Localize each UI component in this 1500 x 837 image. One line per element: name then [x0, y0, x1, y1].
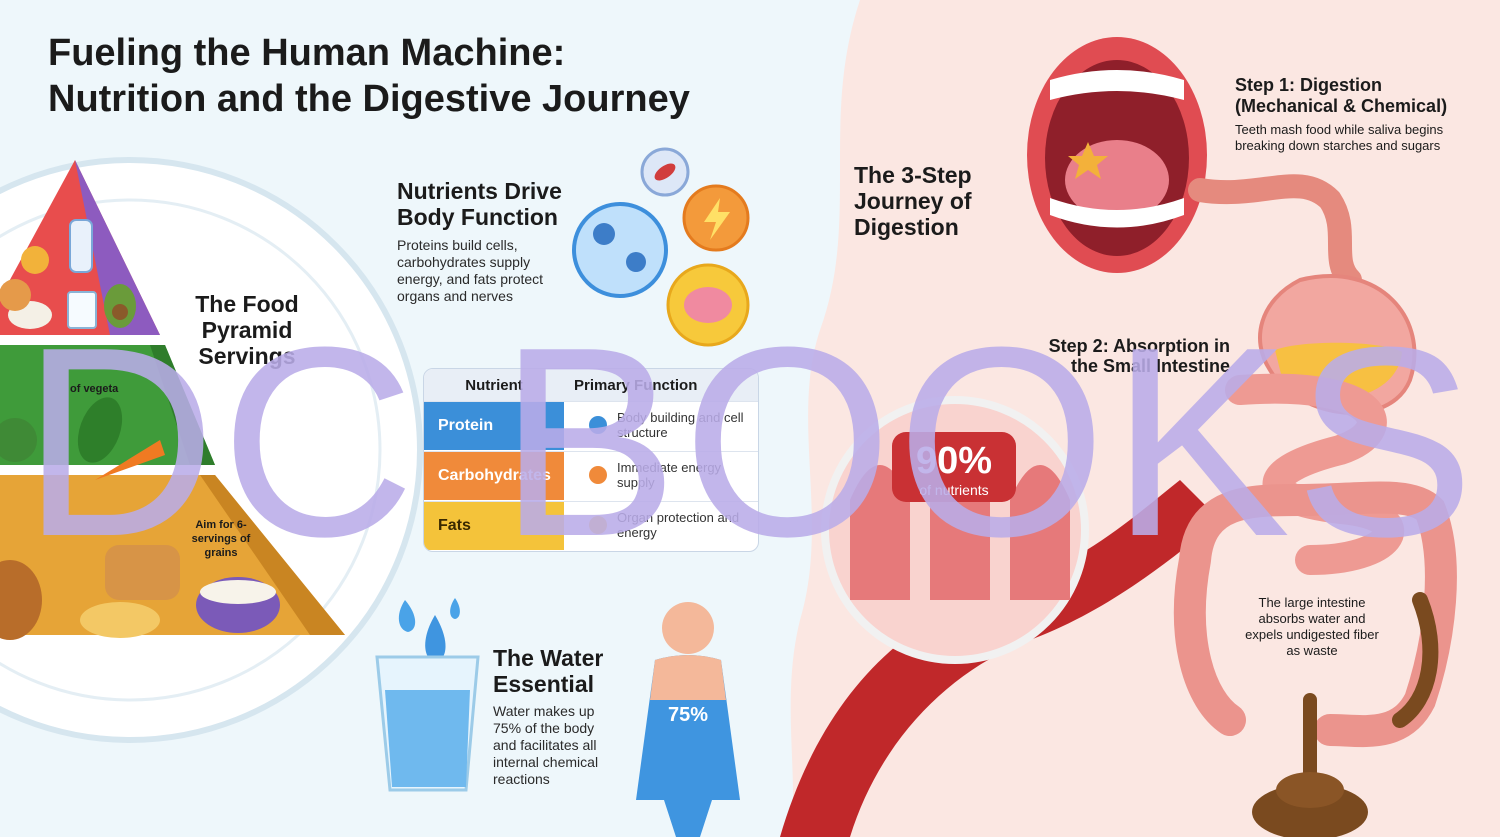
broccoli-icon [0, 418, 37, 462]
person-skin-icon [650, 655, 726, 700]
esophagus [1188, 174, 1362, 292]
absorption-badge [892, 432, 1016, 502]
water-drop-icon [450, 598, 460, 619]
muscle-fiber-icon [654, 163, 676, 181]
title-line-1: Fueling the Human Machine: [48, 32, 566, 74]
rice-icon [200, 580, 276, 604]
pasta-icon [80, 602, 160, 638]
absorption-percent: 90% [915, 440, 993, 482]
pyramid-heading: The Food Pyramid Servings [195, 291, 299, 369]
waste-pile-top-icon [1276, 772, 1344, 808]
brain-shape-icon [684, 287, 732, 323]
large-intestine-text: The large intestine absorbs water and ex… [1245, 595, 1379, 658]
table-cell-nutrient: Protein [424, 402, 564, 450]
absorption-label: of nutrients [919, 482, 989, 498]
table-row: Protein Body building and cell structure [424, 401, 758, 450]
table-row: Fats Organ protection and energy [424, 501, 758, 550]
spinach-icon [77, 397, 123, 463]
vegetable-label: of vegeta [70, 383, 119, 395]
water-body: Water makes up 75% of the body and facil… [493, 703, 599, 787]
pyramid-top-purple [75, 160, 160, 335]
plate-rim [0, 198, 382, 702]
lightning-bolt-icon [704, 198, 730, 240]
table-header-nutrient: Nutrient [465, 377, 523, 394]
water-drop-icon [398, 600, 416, 632]
step2-title: Step 2: Absorption in the Small Intestin… [1048, 336, 1230, 376]
shield-icon [589, 516, 607, 534]
step1-title: Step 1: Digestion (Mechanical & Chemical… [1235, 75, 1448, 116]
water-illustration [375, 598, 740, 837]
mouth-illustration [1027, 37, 1207, 273]
pyramid-grain-side [200, 475, 345, 635]
absorption-stat: 90% of nutrients [892, 440, 1016, 498]
person-body-icon [636, 655, 740, 837]
nutrients-body: Proteins build cells, carbohydrates supp… [397, 237, 544, 304]
cell-nucleus-icon [626, 252, 646, 272]
page-title: Fueling the Human Machine: Nutrition and… [48, 30, 808, 122]
water-percent: 75% [667, 704, 709, 726]
food-piece-icon [1068, 142, 1108, 179]
cell-nucleus-icon [593, 223, 615, 245]
table-header: Nutrient Primary Function [424, 369, 758, 401]
digestion-heading: The 3-Step Journey of Digestion [854, 162, 972, 240]
food-pyramid [0, 160, 345, 640]
glass-water-fill [385, 690, 470, 787]
blood-vessel [780, 480, 1220, 837]
water-heading: The Water Essential [493, 645, 604, 697]
nutrient-table: Nutrient Primary Function Protein Body b… [423, 368, 759, 552]
table-row: Carbohydrates Immediate energy supply [424, 451, 758, 500]
title-line-2: Nutrition and the Digestive Journey [48, 78, 690, 120]
water-drop-icon [425, 615, 446, 662]
step1-body: Teeth mash food while saliva begins brea… [1235, 122, 1444, 153]
loaf-icon [0, 560, 42, 640]
table-cell-function: Immediate energy supply [617, 460, 722, 490]
avocado-pit-icon [112, 304, 128, 320]
energy-small-icon [589, 466, 607, 484]
villus-icon [1010, 465, 1070, 600]
villus-icon [850, 465, 910, 600]
table-cell-function: Organ protection and energy [617, 510, 740, 540]
upper-teeth-icon [1050, 70, 1184, 100]
nutrient-orbit [572, 147, 750, 347]
person-head-icon [662, 602, 714, 654]
table-cell-function: Body building and cell structure [617, 410, 744, 440]
milk-glass-icon [67, 291, 97, 329]
pyramid-vegetable-side [150, 345, 215, 465]
table-cell-nutrient: Fats [424, 502, 564, 550]
table-header-function: Primary Function [574, 377, 698, 394]
waste-icon [1392, 592, 1439, 728]
meat-icon [0, 279, 31, 311]
lower-teeth-icon [1050, 198, 1184, 228]
nutrients-heading: Nutrients Drive Body Function [397, 178, 562, 230]
dna-icon [589, 416, 607, 434]
bread-icon [105, 545, 180, 600]
watermark: DC BOOKS [21, 292, 1479, 593]
grains-label: Aim for 6- servings of grains [191, 519, 251, 559]
cheese-icon [21, 246, 49, 274]
table-cell-nutrient: Carbohydrates [424, 452, 564, 500]
carrot-icon [95, 440, 165, 480]
milk-bottle-icon [69, 219, 93, 273]
small-intestine [1225, 373, 1405, 575]
